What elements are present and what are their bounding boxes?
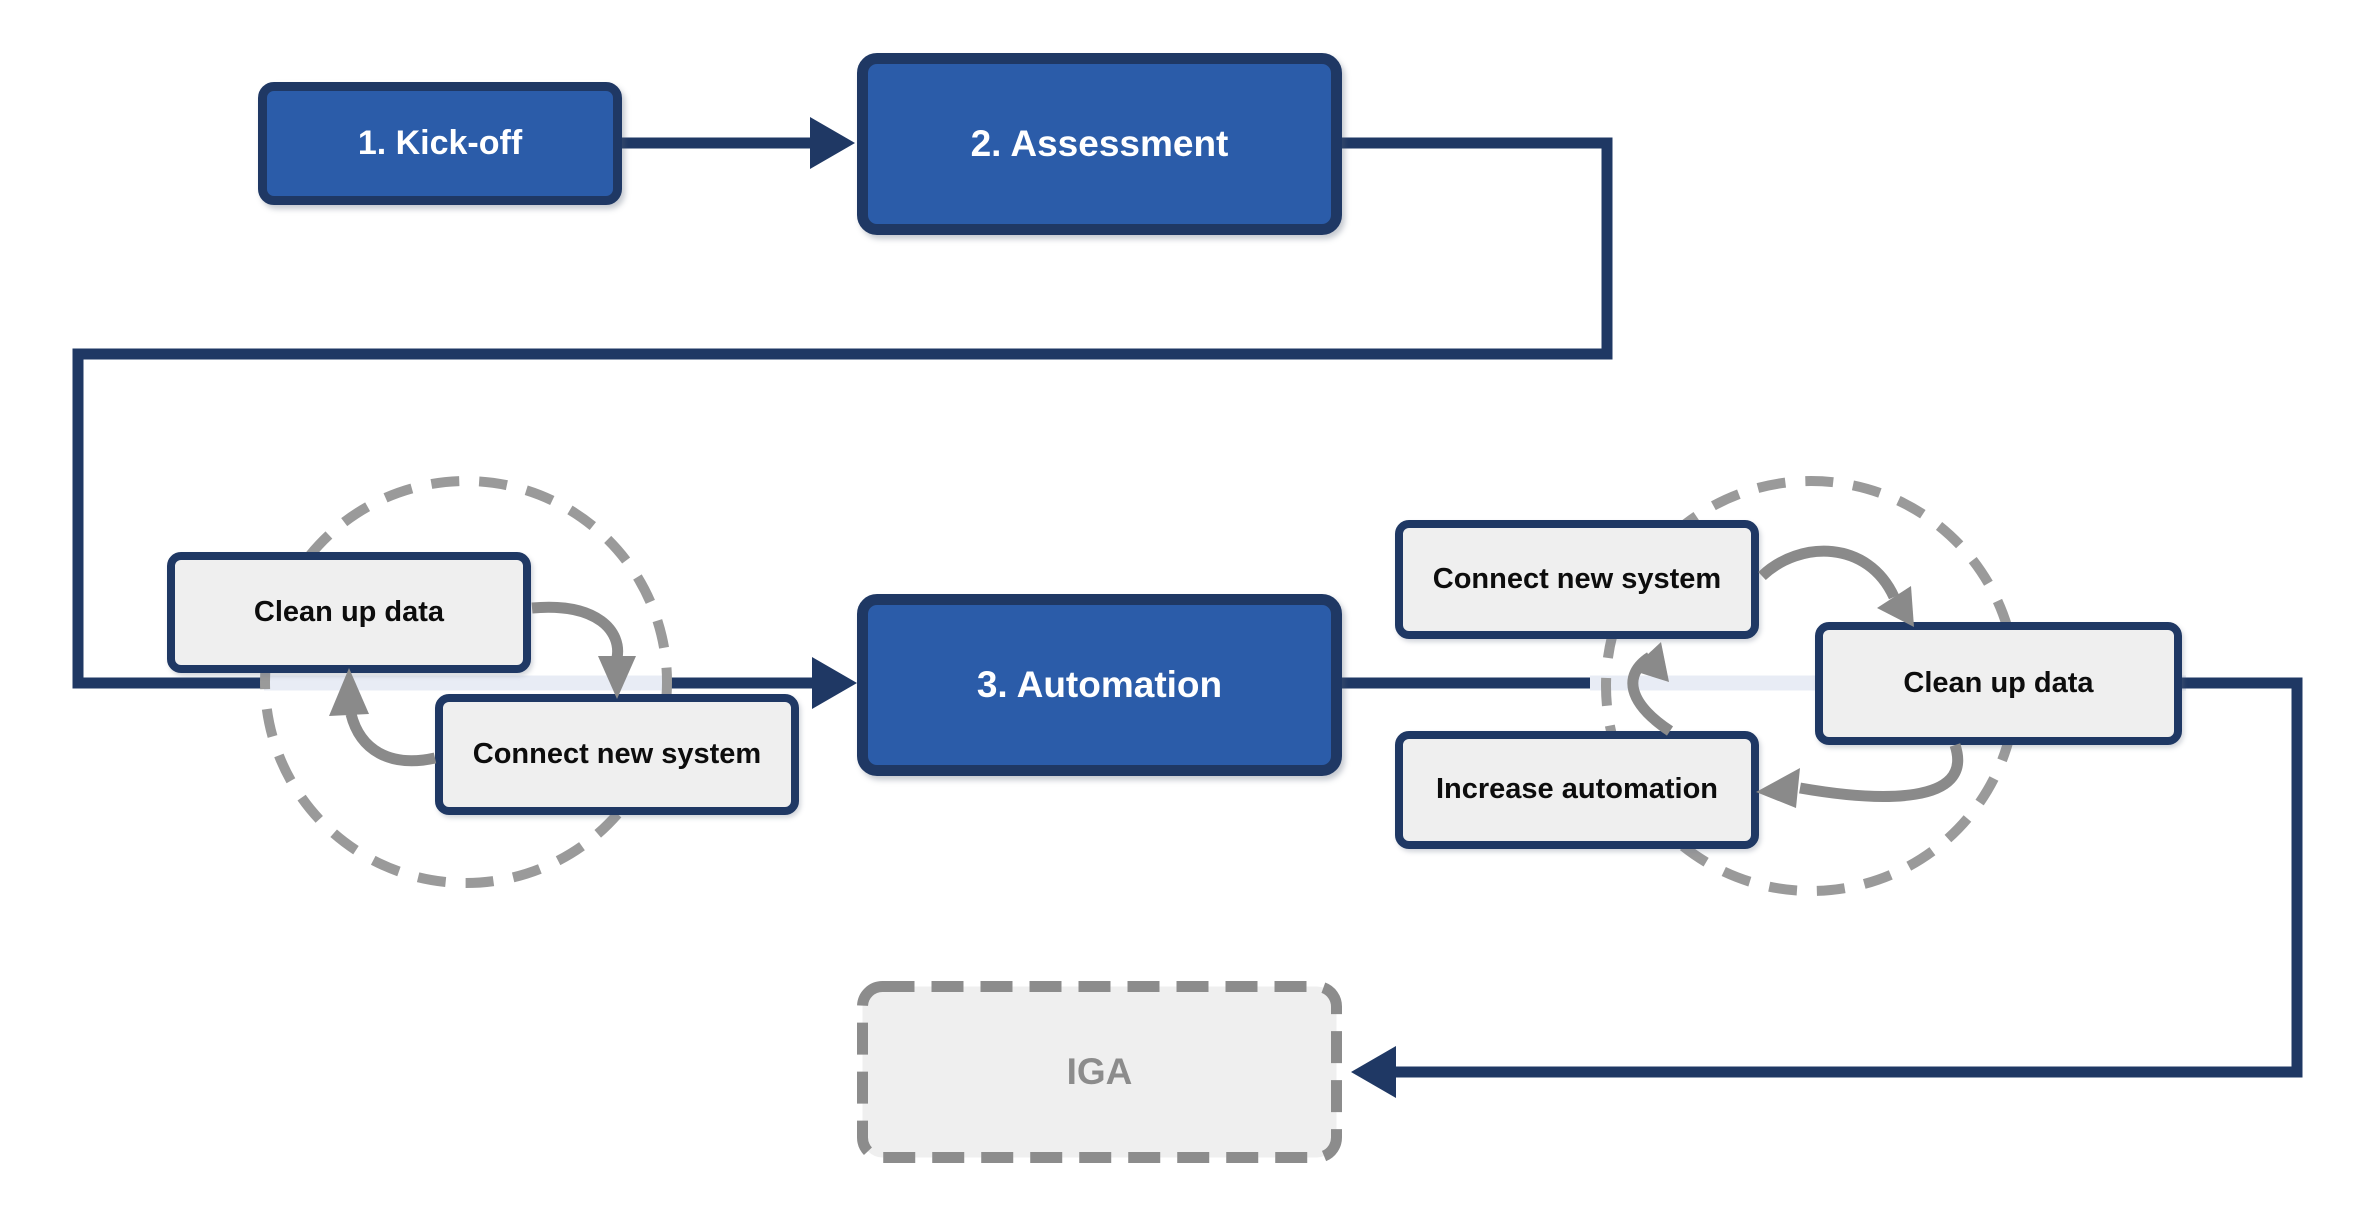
right-arrowhead-downright-icon	[1877, 586, 1914, 627]
right-arrowhead-up-icon	[1631, 642, 1669, 682]
arrowhead-into-assessment-icon	[810, 117, 855, 169]
stage-kickoff-label: 1. Kick-off	[357, 123, 523, 162]
right-loop-increase-automation-label: Increase automation	[1435, 773, 1719, 806]
left-loop-clean-up-data: Clean up data	[167, 552, 531, 673]
left-arrow-clean-to-connect	[531, 601, 624, 660]
right-loop-clean-up-data-label: Clean up data	[1903, 666, 2094, 699]
left-arrowhead-down-icon	[598, 656, 636, 699]
left-loop-clean-up-data-label: Clean up data	[253, 595, 445, 628]
right-arrow-increase-to-connect	[1627, 652, 1674, 736]
right-arrow-clean-to-increase	[1799, 743, 1963, 802]
stage-iga-label: IGA	[1066, 1050, 1133, 1092]
stage-assessment-label: 2. Assessment	[970, 122, 1229, 164]
stage-automation-label: 3. Automation	[976, 663, 1223, 705]
left-loop-dashed-circle	[260, 476, 672, 888]
right-loop-clean-up-data: Clean up data	[1815, 622, 2182, 745]
right-loop-connect-new-system-label: Connect new system	[1432, 562, 1722, 595]
right-arrowhead-left-icon	[1756, 768, 1800, 808]
left-loop-connect-new-system: Connect new system	[435, 694, 799, 815]
stage-automation: 3. Automation	[857, 594, 1342, 776]
stage-kickoff: 1. Kick-off	[258, 82, 622, 205]
right-loop-increase-automation: Increase automation	[1395, 731, 1759, 849]
left-arrowhead-up-icon	[329, 668, 369, 716]
stage-assessment: 2. Assessment	[857, 53, 1342, 235]
left-arrow-connect-to-clean	[345, 712, 437, 767]
right-loop-connect-new-system: Connect new system	[1395, 520, 1759, 639]
left-loop-connect-new-system-label: Connect new system	[472, 737, 762, 770]
stage-iga: IGA	[857, 981, 1342, 1163]
arrowhead-into-iga-icon	[1351, 1046, 1396, 1098]
arrowhead-into-automation-icon	[812, 657, 857, 709]
right-arrow-connect-to-clean	[1758, 545, 1900, 600]
